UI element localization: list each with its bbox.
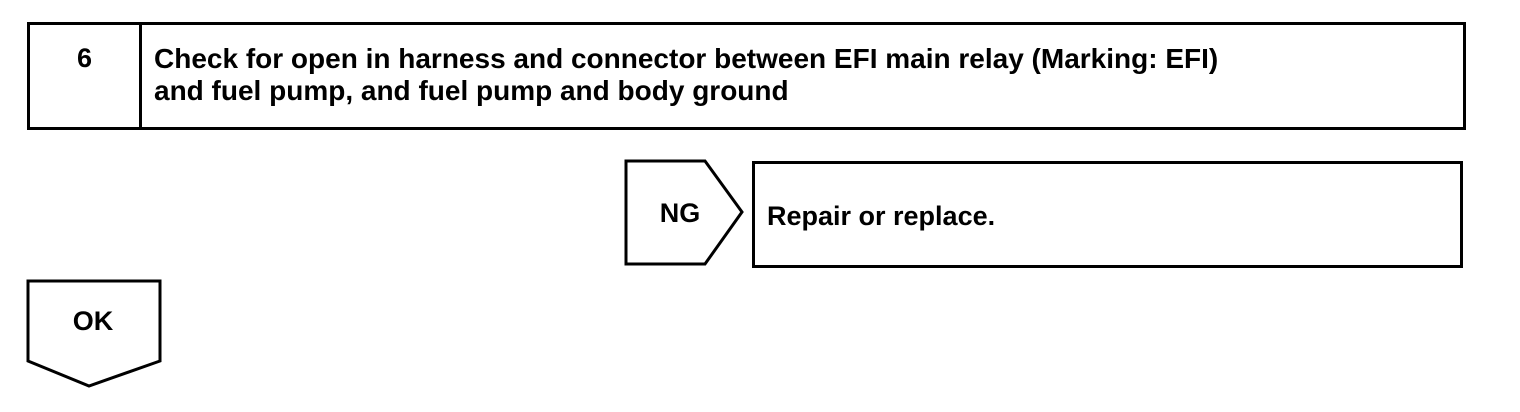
ng-label: NG: [659, 198, 701, 228]
step-instruction-line-2: and fuel pump, and fuel pump and body gr…: [154, 75, 789, 106]
ng-result-text: Repair or replace.: [767, 201, 996, 231]
ng-result-box: Repair or replace.: [752, 161, 1463, 268]
step-number: 6: [30, 25, 142, 127]
step-instruction-line-1: Check for open in harness and connector …: [154, 43, 1219, 74]
step-box: 6 Check for open in harness and connecto…: [27, 22, 1466, 130]
ok-label: OK: [72, 306, 114, 336]
step-instruction: Check for open in harness and connector …: [142, 25, 1463, 127]
